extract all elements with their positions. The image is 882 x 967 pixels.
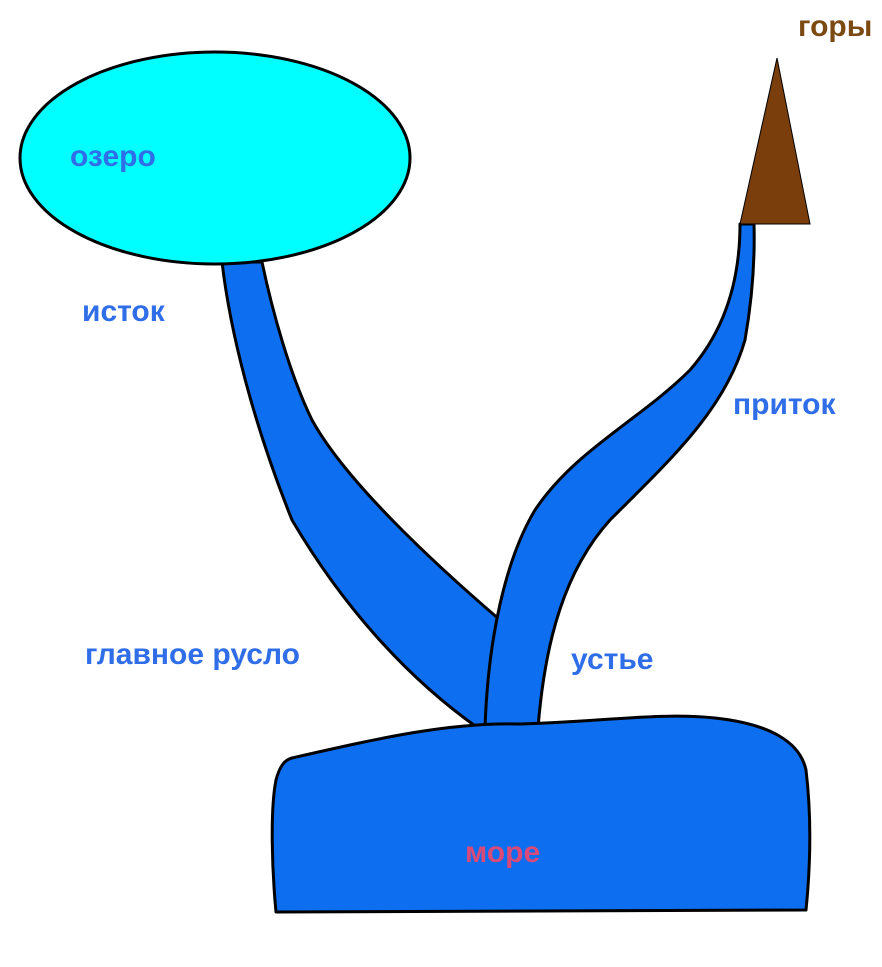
mouth-label: устье	[571, 643, 653, 676]
source-label: исток	[82, 295, 166, 328]
main-channel-label: главное русло	[85, 638, 300, 671]
sea-shape	[272, 716, 810, 912]
lake-label: озеро	[70, 140, 156, 173]
mountains-label: горы	[798, 10, 872, 43]
mountain-shape	[740, 58, 810, 224]
sea-label: море	[465, 836, 540, 869]
tributary-label: приток	[733, 388, 837, 421]
